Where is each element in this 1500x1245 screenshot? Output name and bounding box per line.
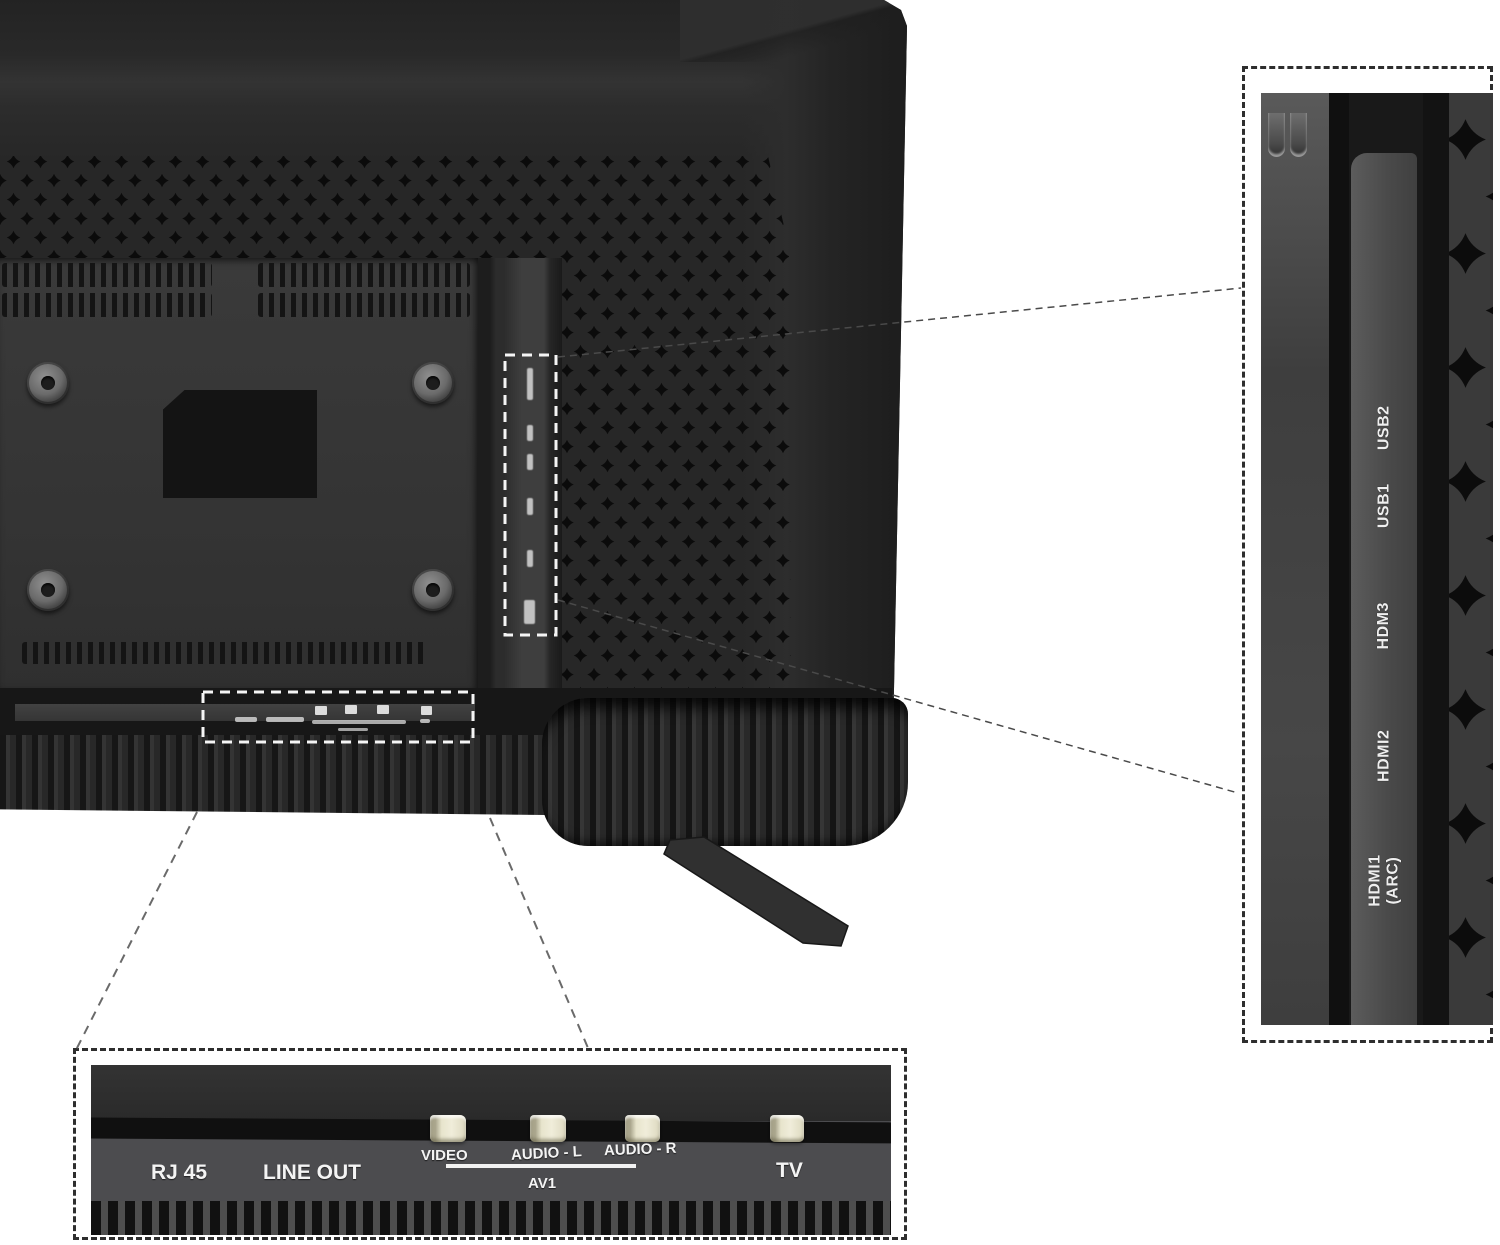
label-rj45: RJ 45	[151, 1161, 208, 1184]
side-port-mark	[524, 600, 535, 624]
label-video: VIDEO	[421, 1147, 468, 1164]
side-port-mark	[527, 454, 533, 470]
vent-slots-top-left-row2	[2, 293, 212, 317]
bottom-panel-ribs	[91, 1201, 891, 1235]
label-audio-l: AUDIO - L	[510, 1143, 583, 1164]
groove	[1329, 93, 1349, 1025]
tv-corner-chamfer	[680, 0, 907, 62]
vent-slots-top-right-row1	[258, 263, 470, 287]
vent-slots-top-left-row1	[2, 263, 212, 287]
perforation-enlarged	[1449, 93, 1493, 1025]
connector-slot	[1268, 113, 1285, 157]
side-port-mark	[527, 550, 533, 567]
vesa-screw-top-left	[27, 362, 69, 404]
rca-connector-video	[430, 1115, 466, 1142]
side-ports-enlarged-view: USB2 USB1 HDM3 HDMI2 HDMI1 (ARC)	[1261, 93, 1493, 1025]
label-audio-r: AUDIO - R	[603, 1139, 677, 1160]
side-port-strip	[478, 258, 562, 688]
port-strip-enlarged	[1351, 153, 1417, 1025]
vesa-screw-top-right	[412, 362, 454, 404]
side-face-enlarged	[1261, 93, 1329, 1025]
vesa-screw-bottom-left	[27, 569, 69, 611]
side-port-mark	[527, 498, 533, 515]
bottom-ports-callout: RJ 45 LINE OUT VIDEO AUDIO - L AUDIO - R…	[73, 1048, 907, 1240]
stand-base-ribbed	[542, 698, 908, 846]
stand-leg	[663, 836, 849, 947]
connector-slot	[1290, 113, 1307, 157]
bezel-strip	[15, 704, 475, 721]
label-tv: TV	[776, 1159, 803, 1182]
side-port-mark	[527, 368, 533, 400]
groove-right	[1423, 93, 1449, 1025]
vesa-screw-bottom-right	[412, 569, 454, 611]
vent-slots-bottom-row	[22, 642, 428, 664]
tv-back-body	[0, 0, 907, 740]
ribbed-bottom-left	[0, 735, 546, 815]
rca-connector-audio-l	[530, 1115, 566, 1142]
antenna-connector-tv	[770, 1115, 804, 1142]
side-ports-callout: USB2 USB1 HDM3 HDMI2 HDMI1 (ARC)	[1242, 66, 1493, 1043]
label-line-out: LINE OUT	[263, 1161, 361, 1184]
vesa-panel	[0, 258, 478, 688]
rating-label-sticker	[163, 390, 317, 498]
connector-line-bottom-right	[489, 817, 589, 1049]
bottom-ports-enlarged-view: RJ 45 LINE OUT VIDEO AUDIO - L AUDIO - R…	[91, 1065, 891, 1235]
rca-connector-audio-r	[625, 1115, 660, 1142]
bottom-panel-upper-band	[91, 1065, 891, 1121]
side-port-mark	[527, 425, 533, 441]
connector-line-bottom-left	[75, 811, 198, 1051]
label-av1: AV1	[528, 1175, 557, 1192]
av1-group-underline	[446, 1164, 636, 1168]
vent-slots-top-right-row2	[258, 293, 470, 317]
